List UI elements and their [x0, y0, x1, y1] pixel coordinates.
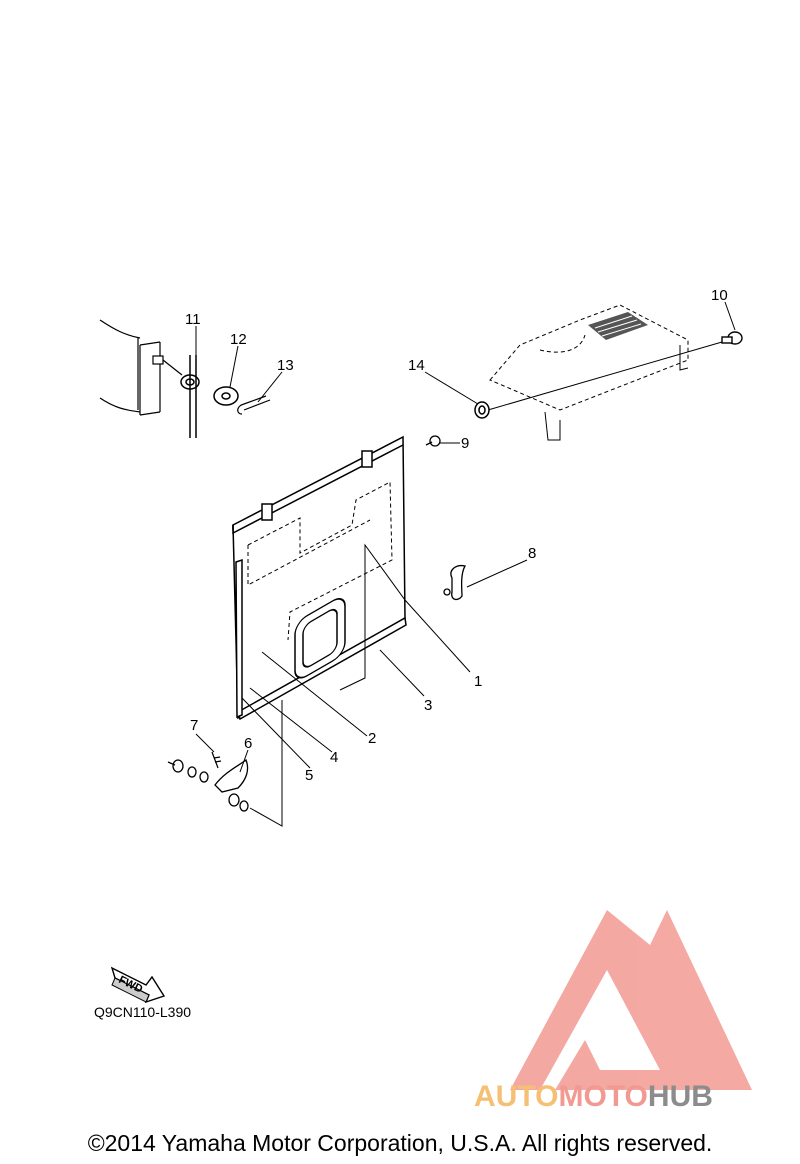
brand-auto: AUTO — [474, 1080, 559, 1113]
watermark-brand: AUTOMOTOHUB — [474, 1080, 713, 1114]
mount-bracket — [99, 319, 183, 416]
callout-6: 6 — [244, 735, 252, 752]
copyright-text: ©2014 Yamaha Motor Corporation, U.S.A. A… — [87, 1130, 713, 1156]
part-6-latch-plate — [214, 758, 249, 793]
leader-lines — [195, 301, 736, 773]
watermark-logo-icon — [510, 910, 752, 1090]
callout-5: 5 — [305, 767, 313, 784]
part-11-pin — [180, 355, 200, 438]
vent-window — [294, 598, 346, 679]
callout-10: 10 — [711, 287, 728, 304]
drawing-code: Q9CN110-L390 — [94, 1004, 192, 1020]
part-13-cotter-pin — [237, 395, 271, 415]
callout-12: 12 — [230, 331, 247, 348]
nut-washer-stack-icon — [167, 759, 249, 812]
part-9-bolt — [425, 435, 441, 447]
callout-3: 3 — [424, 697, 432, 714]
panel-inner-outline — [247, 481, 393, 641]
cover-panel — [489, 304, 689, 441]
callout-11: 11 — [185, 311, 201, 328]
callout-4: 4 — [330, 749, 338, 766]
part-8-latch — [443, 564, 466, 601]
callout-9: 9 — [461, 435, 469, 452]
part-10-knob — [721, 331, 743, 345]
fwd-arrow-icon: FWD — [110, 966, 166, 1004]
callout-13: 13 — [277, 357, 294, 374]
part-12-washer — [213, 386, 239, 406]
callout-14: 14 — [408, 357, 425, 374]
callout-7: 7 — [190, 717, 198, 734]
brand-moto: MOTO — [558, 1080, 648, 1113]
callout-labels: 1 2 3 4 5 6 7 8 9 10 11 12 13 14 — [185, 287, 728, 784]
callout-8: 8 — [528, 545, 536, 562]
part-14-grommet — [474, 401, 490, 419]
brand-hub: HUB — [647, 1080, 713, 1113]
assembly-line — [487, 341, 723, 411]
part-1-door-panel — [232, 435, 407, 721]
callout-1: 1 — [474, 673, 482, 690]
part-7-screw — [211, 751, 222, 769]
callout-2: 2 — [368, 730, 376, 747]
